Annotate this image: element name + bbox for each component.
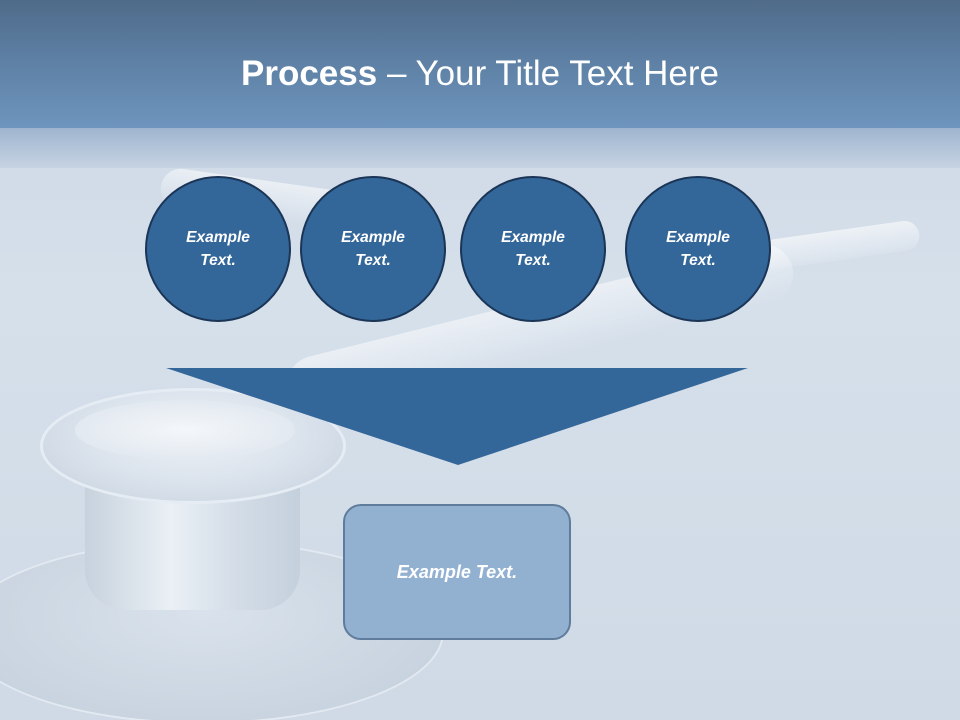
slide-title: Process – Your Title Text Here: [0, 52, 960, 96]
step-label-line2: Text.: [355, 252, 391, 269]
step-label-line2: Text.: [680, 252, 716, 269]
result-box[interactable]: Example Text.: [343, 504, 571, 640]
title-rest: – Your Title Text Here: [377, 54, 719, 93]
step-label-line1: Example: [666, 229, 730, 246]
step-label-line2: Text.: [515, 252, 551, 269]
step-label-line1: Example: [186, 229, 250, 246]
step-label-line1: Example: [501, 229, 565, 246]
funnel-arrow-icon: [166, 368, 748, 465]
title-bold: Process: [241, 54, 378, 93]
background-stethoscope-diaphragm: [75, 400, 295, 460]
step-label-line2: Text.: [200, 252, 236, 269]
step-label-line1: Example: [341, 229, 405, 246]
result-box-label: Example Text.: [396, 561, 518, 582]
header-fade: [0, 128, 960, 168]
background-stethoscope-tube: [758, 219, 922, 271]
header-band: [0, 0, 960, 128]
